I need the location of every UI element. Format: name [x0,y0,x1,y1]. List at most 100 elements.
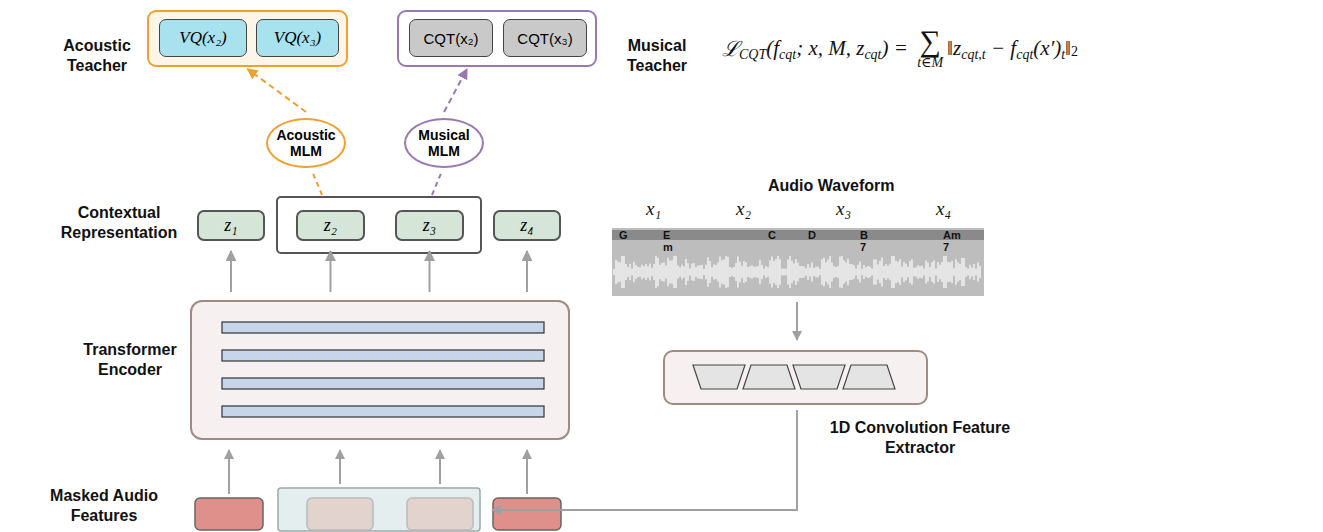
waveform-stroke [939,265,940,279]
waveform-stroke [955,260,956,285]
waveform-stroke [835,267,836,277]
connector [429,251,431,292]
waveform-stroke [659,265,660,280]
waveform-stroke [965,267,966,277]
waveform-stroke [649,264,650,281]
waveform-stroke [817,267,818,278]
waveform-stroke [843,260,844,283]
waveform-stroke [789,256,790,288]
waveform-stroke [717,263,718,282]
chord-label: G [619,229,628,241]
formula-part: t [1061,47,1065,63]
waveform-stroke [711,267,712,276]
waveform-stroke [687,263,688,280]
waveform-stroke [637,267,638,277]
waveform-stroke [693,263,694,281]
cqt-box: CQT(x₃) [503,19,587,57]
waveform-stroke [903,262,904,282]
chord-label: D [808,229,816,241]
formula-part: cqt [1016,47,1033,63]
waveform-stroke [927,263,928,282]
waveform-stroke [623,256,624,288]
waveform-stroke [617,262,618,283]
audio-feature [195,498,263,530]
waveform-stroke [841,256,842,288]
row-label: Masked Audio Features [48,486,160,526]
waveform-stroke [959,264,960,280]
waveform-stroke [783,269,784,276]
connector [248,69,307,112]
waveform-stroke [943,256,944,288]
formula-part: cqt,t [961,47,986,63]
waveform-stroke [625,264,626,280]
waveform-stroke [911,259,912,284]
waveform-stroke [721,260,722,283]
flow-arrow [228,450,230,494]
waveform-stroke [873,259,874,284]
waveform-stroke [633,262,634,283]
representation-box: z₁ [197,210,265,241]
node-label: Musical MLM [411,127,477,159]
waveform-stroke [631,268,632,275]
waveform-stroke [685,259,686,285]
waveform-stroke [971,268,972,277]
waveform [614,256,980,288]
conv-layer [743,365,795,389]
waveform-stroke [629,264,630,281]
waveform-stroke [657,258,658,286]
chord-label: B7 [860,229,868,253]
formula-part: ) = [882,36,914,61]
node-label: z₂ [318,215,343,236]
formula-part: ∑ [919,26,940,56]
node-label: Acoustic MLM [273,127,339,159]
formula-part: t∈M [917,56,943,70]
waveform-stroke [709,261,710,283]
waveform-stroke [677,265,678,279]
waveform-stroke [747,267,748,277]
waveform-stroke [745,262,746,282]
row-label: Audio Waveform [768,177,895,195]
waveform-stroke [929,267,930,277]
node-label: CQT(x₂) [418,30,485,47]
waveform-stroke [673,256,674,288]
waveform-stroke [639,267,640,277]
cqt-box: CQT(x₂) [409,19,493,57]
segment-label: x₂ [736,198,751,220]
waveform-stroke [917,265,918,278]
node-label: z₃ [417,215,442,236]
waveform-stroke [945,256,946,288]
node-heading: Transformer Encoder [80,340,180,380]
waveform-stroke [665,266,666,279]
waveform-stroke [883,266,884,278]
waveform-stroke [705,265,706,280]
waveform-stroke [695,267,696,277]
waveform-stroke [833,266,834,277]
selection-bracket [277,197,481,253]
flow-arrow [796,302,798,340]
waveform-stroke [613,269,614,275]
waveform-stroke [915,267,916,277]
dashed-link [312,171,322,195]
waveform-stroke [811,262,812,281]
waveform-stroke [671,260,672,283]
encoder-layer [222,406,544,417]
waveform-stroke [653,264,654,280]
row-label: Contextual Representation [48,203,190,243]
waveform-stroke [775,259,776,285]
waveform-stroke [829,256,830,288]
objective-oval: Musical MLM [404,118,484,168]
waveform-stroke [769,260,770,283]
waveform-stroke [973,264,974,280]
waveform-stroke [655,256,656,288]
formula-part: (f [766,36,779,61]
connector [444,69,467,112]
node-label: z₁ [218,215,243,236]
waveform-stroke [849,264,850,280]
encoder-layers [192,302,567,437]
waveform-stroke [737,257,738,288]
waveform-stroke [801,266,802,278]
waveform-stroke [935,269,936,276]
node-heading: Musical Teacher [612,36,702,76]
waveform-stroke [827,259,828,284]
